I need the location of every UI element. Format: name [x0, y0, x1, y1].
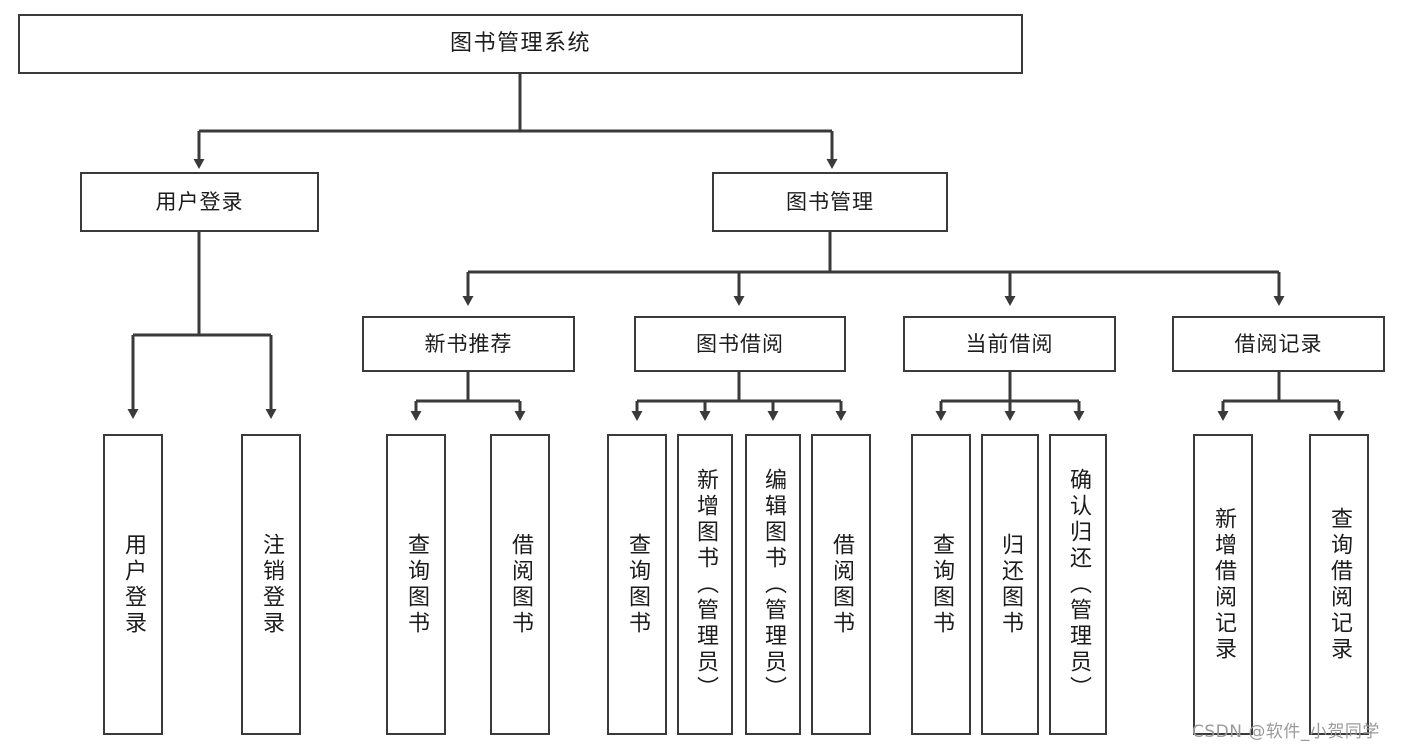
node-user-login-label: 用户登录: [155, 189, 244, 214]
node-borrow-record-label: 借阅记录: [1234, 331, 1323, 356]
leaf-query-book-1-label: 查询图书: [404, 532, 429, 637]
leaf-return-book[interactable]: 归还图书: [981, 434, 1039, 735]
leaf-query-book-2[interactable]: 查询图书: [607, 434, 667, 735]
node-current-borrow[interactable]: 当前借阅: [903, 316, 1116, 372]
leaf-user-login-label: 用户登录: [121, 532, 146, 637]
node-root[interactable]: 图书管理系统: [18, 14, 1023, 74]
node-book-manage[interactable]: 图书管理: [712, 172, 948, 232]
leaf-edit-book[interactable]: 编辑图书（管理员）: [745, 434, 801, 735]
leaf-add-record-label: 新增借阅记录: [1211, 506, 1236, 663]
leaf-borrow-book-1[interactable]: 借阅图书: [490, 434, 550, 735]
node-new-book-recommend[interactable]: 新书推荐: [362, 316, 575, 372]
leaf-borrow-book-2[interactable]: 借阅图书: [811, 434, 871, 735]
leaf-return-book-label: 归还图书: [998, 532, 1023, 637]
leaf-query-record-label: 查询借阅记录: [1327, 506, 1352, 663]
node-root-label: 图书管理系统: [449, 31, 591, 57]
leaf-query-book-1[interactable]: 查询图书: [386, 434, 446, 735]
node-book-borrow[interactable]: 图书借阅: [634, 316, 846, 372]
leaf-query-book-3-label: 查询图书: [929, 532, 954, 637]
node-book-manage-label: 图书管理: [786, 189, 874, 214]
leaf-query-book-2-label: 查询图书: [625, 532, 650, 637]
csdn-watermark: CSDN @软件_小贺同学: [1192, 722, 1380, 742]
leaf-confirm-return-label: 确认归还（管理员）: [1066, 467, 1091, 702]
node-user-login[interactable]: 用户登录: [80, 172, 319, 232]
leaf-add-book[interactable]: 新增图书（管理员）: [677, 434, 733, 735]
leaf-user-login[interactable]: 用户登录: [103, 434, 163, 735]
leaf-add-record[interactable]: 新增借阅记录: [1193, 434, 1253, 735]
leaf-logout-login-label: 注销登录: [259, 532, 284, 637]
leaf-edit-book-label: 编辑图书（管理员）: [761, 467, 786, 702]
node-new-book-recommend-label: 新书推荐: [424, 331, 513, 356]
node-borrow-record[interactable]: 借阅记录: [1172, 316, 1385, 372]
leaf-logout-login[interactable]: 注销登录: [241, 434, 301, 735]
leaf-borrow-book-1-label: 借阅图书: [508, 532, 533, 637]
leaf-query-book-3[interactable]: 查询图书: [911, 434, 971, 735]
leaf-confirm-return[interactable]: 确认归还（管理员）: [1049, 434, 1107, 735]
leaf-borrow-book-2-label: 借阅图书: [829, 532, 854, 637]
leaf-add-book-label: 新增图书（管理员）: [693, 467, 718, 702]
node-book-borrow-label: 图书借阅: [696, 331, 784, 356]
leaf-query-record[interactable]: 查询借阅记录: [1309, 434, 1369, 735]
node-current-borrow-label: 当前借阅: [965, 331, 1054, 356]
